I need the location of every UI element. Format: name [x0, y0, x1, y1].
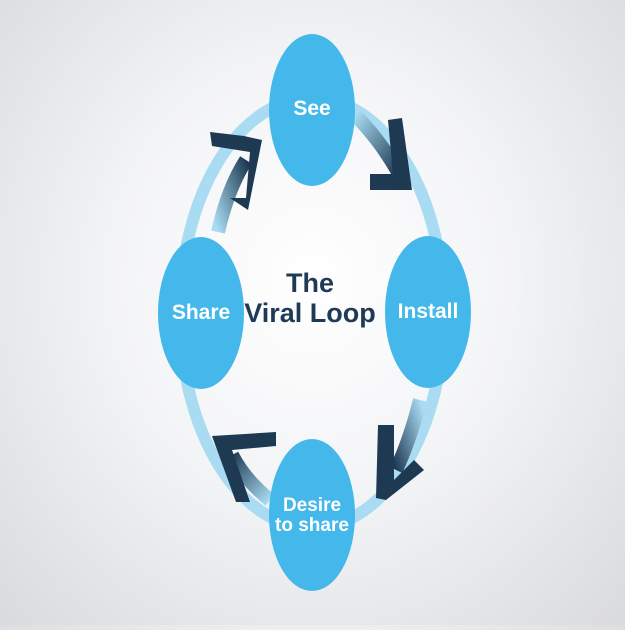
diagram-title-line2: Viral Loop — [244, 298, 376, 329]
arrowhead-share-to-see — [210, 132, 262, 210]
node-install-label: Install — [397, 299, 459, 323]
diagram-title: The Viral Loop — [230, 268, 390, 328]
node-desire-label: Desire to share — [264, 488, 360, 544]
node-share-label: Share — [171, 300, 231, 324]
arrow-share-to-see — [211, 156, 252, 234]
node-see-label: See — [293, 96, 331, 120]
node-install — [385, 236, 471, 388]
arrowhead-see-to-install — [370, 118, 412, 190]
arrowhead-desire-to-share — [212, 432, 276, 502]
node-desire-label-line2: to share — [275, 515, 349, 536]
node-see — [269, 34, 355, 186]
node-desire-label-line1: Desire — [282, 495, 342, 517]
node-desire-to-share — [269, 439, 355, 591]
node-share — [158, 237, 244, 389]
diagram-title-line1: The — [285, 268, 334, 298]
arrow-install-to-desire — [389, 398, 427, 473]
arrowhead-install-to-desire — [376, 425, 424, 500]
